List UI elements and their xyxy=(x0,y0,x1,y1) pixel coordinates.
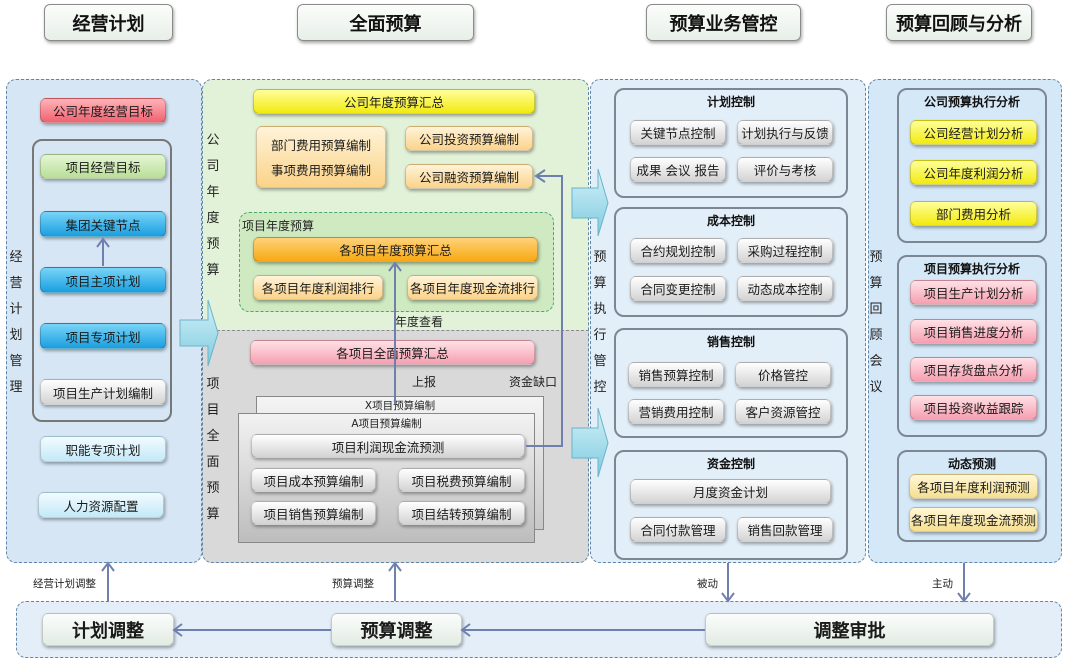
control-vertical-label: 预算执行管控 xyxy=(593,250,607,395)
company-budget-vertical-label: 公司年度预算 xyxy=(206,133,220,278)
dept-expense-budget: 部门费用预算编制 xyxy=(270,138,371,153)
project-business-goal[interactable]: 项目经营目标 xyxy=(40,154,166,179)
cost-control-group: 成本控制 xyxy=(614,207,848,317)
project-sales-progress-analysis[interactable]: 项目销售进度分析 xyxy=(910,319,1037,344)
contract-change-control[interactable]: 合同变更控制 xyxy=(630,276,726,301)
budget-adjust-arrow-label: 预算调整 xyxy=(332,578,374,590)
monthly-fund-plan[interactable]: 月度资金计划 xyxy=(630,479,831,504)
annual-profit-forecast[interactable]: 各项目年度利润预测 xyxy=(909,474,1038,499)
annual-view-label: 年度查看 xyxy=(395,315,444,329)
profit-cashflow-forecast[interactable]: 项目利润现金流预测 xyxy=(251,434,525,458)
report-label: 上报 xyxy=(412,375,437,389)
planning-vertical-label: 经营计划管理 xyxy=(9,250,23,395)
project-cashflow-rank[interactable]: 各项目年度现金流排行 xyxy=(407,275,538,300)
contract-payment-management[interactable]: 合同付款管理 xyxy=(630,517,726,542)
header-review: 预算回顾与分析 xyxy=(886,4,1032,41)
project-annual-budget-title: 项目年度预算 xyxy=(242,219,315,233)
project-tax-budget[interactable]: 项目税费预算编制 xyxy=(398,468,525,492)
active-label: 主动 xyxy=(932,578,953,590)
company-analysis-group: 公司预算执行分析 xyxy=(897,88,1047,243)
plan-control-title: 计划控制 xyxy=(706,95,755,109)
project-sales-budget[interactable]: 项目销售预算编制 xyxy=(251,501,376,525)
company-annual-goal[interactable]: 公司年度经营目标 xyxy=(40,98,166,123)
plan-control-group: 计划控制 xyxy=(614,88,848,198)
plan-adjust-up-arrow xyxy=(101,561,115,601)
project-profit-rank[interactable]: 各项目年度利润排行 xyxy=(253,275,383,300)
header-control: 预算业务管控 xyxy=(646,4,801,41)
sales-collection-management[interactable]: 销售回款管理 xyxy=(737,517,833,542)
investment-budget[interactable]: 公司投资预算编制 xyxy=(405,126,533,151)
contract-planning-control[interactable]: 合约规划控制 xyxy=(630,238,726,263)
annual-cashflow-forecast[interactable]: 各项目年度现金流预测 xyxy=(909,507,1038,532)
plan-adjust-arrow-label: 经营计划调整 xyxy=(33,578,96,590)
project-analysis-group: 项目预算执行分析 xyxy=(897,255,1047,437)
company-profit-analysis[interactable]: 公司年度利润分析 xyxy=(910,160,1037,185)
expense-budget-box[interactable]: 部门费用预算编制 事项费用预算编制 xyxy=(256,126,386,188)
sales-budget-control[interactable]: 销售预算控制 xyxy=(628,362,724,387)
project-production-analysis[interactable]: 项目生产计划分析 xyxy=(910,280,1037,305)
key-node-control[interactable]: 关键节点控制 xyxy=(630,120,726,145)
budget-adjust-button[interactable]: 预算调整 xyxy=(331,613,462,646)
dept-expense-analysis[interactable]: 部门费用分析 xyxy=(910,201,1037,226)
project-investment-tracking[interactable]: 项目投资收益跟踪 xyxy=(910,395,1037,420)
evaluation-assessment[interactable]: 评价与考核 xyxy=(737,157,833,182)
header-budget: 全面预算 xyxy=(297,4,474,41)
passive-label: 被动 xyxy=(697,578,718,590)
project-budget-vertical-label: 项目全面预算 xyxy=(206,377,220,522)
item-expense-budget: 事项费用预算编制 xyxy=(270,163,371,178)
fund-control-group: 资金控制 xyxy=(614,450,848,560)
customer-resource-control[interactable]: 客户资源管控 xyxy=(735,399,831,424)
project-full-budget-summary[interactable]: 各项目全面预算汇总 xyxy=(250,340,535,365)
group-key-nodes[interactable]: 集团关键节点 xyxy=(40,211,166,237)
project-special-plan[interactable]: 项目专项计划 xyxy=(40,323,166,349)
dynamic-forecast-title: 动态预测 xyxy=(947,457,996,471)
sales-control-title: 销售控制 xyxy=(706,335,755,349)
a-project-title: A项目预算编制 xyxy=(351,418,422,430)
project-plan-group xyxy=(32,139,172,422)
procurement-control[interactable]: 采购过程控制 xyxy=(737,238,833,263)
x-project-title: X项目预算编制 xyxy=(364,400,436,412)
plan-execution-feedback[interactable]: 计划执行与反馈 xyxy=(737,120,833,145)
project-analysis-title: 项目预算执行分析 xyxy=(923,262,1020,276)
results-meeting-report[interactable]: 成果 会议 报告 xyxy=(630,157,726,182)
project-annual-summary[interactable]: 各项目年度预算汇总 xyxy=(253,237,538,262)
header-planning: 经营计划 xyxy=(44,4,173,41)
company-budget-summary[interactable]: 公司年度预算汇总 xyxy=(253,89,535,114)
project-carryover-budget[interactable]: 项目结转预算编制 xyxy=(398,501,525,525)
financing-budget[interactable]: 公司融资预算编制 xyxy=(405,164,533,189)
company-analysis-title: 公司预算执行分析 xyxy=(923,95,1020,109)
function-special-plan[interactable]: 职能专项计划 xyxy=(40,436,166,462)
dynamic-forecast-group: 动态预测 xyxy=(897,450,1047,542)
project-cost-budget[interactable]: 项目成本预算编制 xyxy=(251,468,376,492)
sales-control-group: 销售控制 xyxy=(614,328,848,438)
adjust-approval-button[interactable]: 调整审批 xyxy=(705,613,994,646)
plan-adjust-button[interactable]: 计划调整 xyxy=(42,613,174,646)
marketing-expense-control[interactable]: 营销费用控制 xyxy=(628,399,724,424)
project-inventory-analysis[interactable]: 项目存货盘点分析 xyxy=(910,357,1037,382)
review-vertical-label: 预算回顾会议 xyxy=(869,250,883,395)
funding-gap-label: 资金缺口 xyxy=(509,375,558,389)
hr-config[interactable]: 人力资源配置 xyxy=(38,492,164,518)
fund-control-title: 资金控制 xyxy=(706,457,755,471)
passive-down-arrow xyxy=(721,563,735,603)
budget-adjust-up-arrow xyxy=(388,561,402,601)
cost-control-title: 成本控制 xyxy=(706,214,755,228)
project-main-plan[interactable]: 项目主项计划 xyxy=(40,267,166,293)
price-control[interactable]: 价格管控 xyxy=(735,362,831,387)
active-down-arrow xyxy=(957,563,971,603)
company-plan-analysis[interactable]: 公司经营计划分析 xyxy=(910,120,1037,145)
project-production-plan[interactable]: 项目生产计划编制 xyxy=(40,379,166,405)
dynamic-cost-control[interactable]: 动态成本控制 xyxy=(737,276,833,301)
